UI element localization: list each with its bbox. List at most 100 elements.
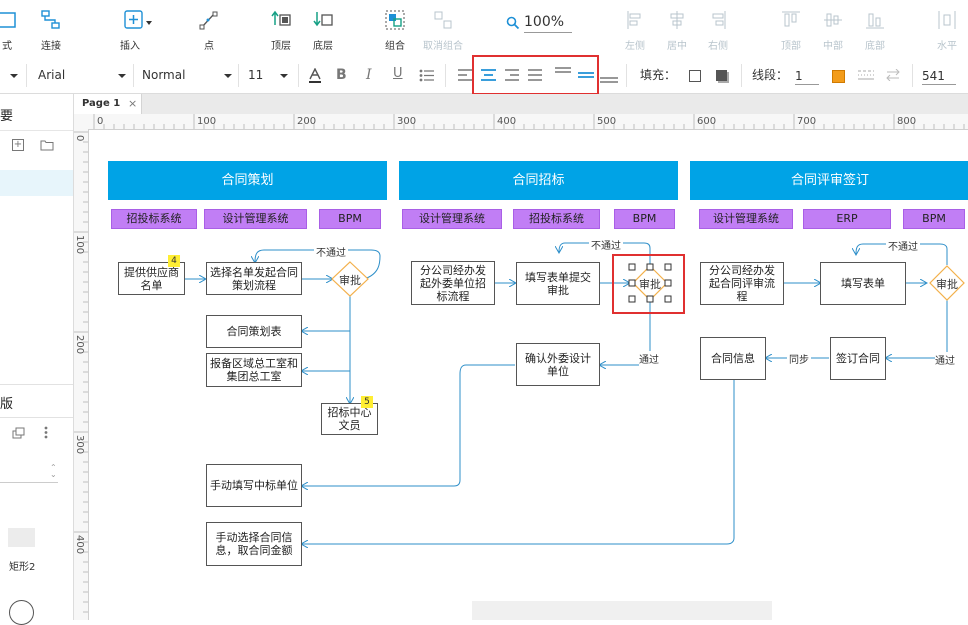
align-middle-icon — [824, 13, 842, 27]
add-page-icon[interactable]: + — [12, 139, 24, 151]
bullet-list-icon[interactable] — [419, 69, 435, 82]
manual-fill-winner-box[interactable]: 手动填写中标单位 — [206, 464, 302, 507]
system-tag[interactable]: ERP — [803, 209, 891, 229]
sync-label: 同步 — [787, 351, 811, 366]
group-tool[interactable]: 组合 — [380, 0, 410, 58]
zoom-control[interactable]: 100% — [505, 12, 577, 33]
manual-select-contract-box[interactable]: 手动选择合同信息，取合同金额 — [206, 522, 302, 566]
send-bottom-tool[interactable]: 底层 — [308, 0, 338, 58]
font-style-select[interactable]: Normal — [142, 58, 238, 93]
connector[interactable] — [302, 364, 515, 486]
fill-form-submit-box[interactable]: 填写表单提交审批 — [516, 262, 600, 305]
system-tag[interactable]: BPM — [614, 209, 675, 229]
phase-contract-review-sign[interactable]: 合同评审签订 — [690, 161, 968, 200]
align-middle-tool[interactable]: 中部 — [818, 0, 848, 58]
circle-widget-thumb[interactable] — [9, 600, 34, 625]
connector[interactable] — [856, 243, 948, 265]
valign-middle-icon[interactable] — [578, 72, 594, 80]
select-list-start-plan-box[interactable]: 选择名单发起合同策划流程 — [206, 262, 302, 295]
decision-diamond[interactable] — [331, 261, 369, 297]
connector[interactable] — [302, 296, 351, 371]
fill-none-swatch[interactable] — [689, 70, 701, 82]
note-badge[interactable]: 5 — [361, 396, 373, 408]
sign-contract-box[interactable]: 签订合同 — [830, 337, 886, 380]
rectangle-widget-label: 矩形2 — [9, 562, 36, 573]
branch-start-review-box[interactable]: 分公司经办发起合同评审流程 — [700, 262, 784, 305]
width-input[interactable]: 541 — [922, 68, 956, 85]
library-select[interactable]: ⌃⌄ — [0, 460, 58, 483]
system-tag[interactable]: BPM — [319, 209, 381, 229]
note-badge[interactable]: 4 — [168, 255, 180, 267]
system-tag[interactable]: 招投标系统 — [111, 209, 197, 229]
insert-tool[interactable]: 插入 — [112, 0, 156, 58]
text-align-left-icon[interactable] — [458, 69, 473, 81]
text-align-highlight — [472, 55, 599, 95]
fill-shadow-swatch[interactable] — [716, 70, 727, 81]
valign-top-icon[interactable] — [555, 67, 571, 75]
ungroup-tool[interactable]: 取消组合 — [420, 0, 466, 58]
duplicate-icon[interactable] — [12, 427, 25, 439]
contract-plan-table-box[interactable]: 合同策划表 — [206, 315, 302, 348]
align-top-tool[interactable]: 顶部 — [776, 0, 806, 58]
provide-supplier-list-box[interactable]: 提供供应商名单 — [118, 262, 185, 295]
page-tab[interactable]: Page 1 × — [74, 94, 142, 114]
line-width-input[interactable]: 1 — [795, 68, 819, 85]
font-size-select[interactable]: 11 — [248, 58, 298, 93]
page-list-item-selected[interactable] — [0, 170, 73, 196]
fill-form-box[interactable]: 填写表单 — [820, 262, 906, 305]
system-tag[interactable]: BPM — [903, 209, 965, 229]
folder-icon[interactable] — [40, 139, 54, 151]
report-office-box[interactable]: 报备区域总工室和集团总工室 — [206, 353, 302, 387]
align-left-tool[interactable]: 左侧 — [620, 0, 650, 58]
line-color-swatch[interactable] — [832, 70, 845, 83]
confirm-design-unit-box[interactable]: 确认外委设计单位 — [516, 343, 600, 386]
zoom-value[interactable]: 100% — [524, 12, 572, 33]
line-dash-icon[interactable] — [858, 69, 874, 81]
decision-diamond[interactable] — [929, 265, 965, 301]
bring-top-tool[interactable]: 顶层 — [266, 0, 296, 58]
distribute-horizontal-icon — [938, 11, 956, 29]
italic-icon[interactable]: I — [366, 67, 372, 83]
decision-approve-label: 审批 — [936, 278, 958, 291]
align-bottom-tool[interactable]: 底部 — [860, 0, 890, 58]
underline-icon[interactable]: U — [393, 66, 403, 81]
rectangle-widget-thumb[interactable] — [8, 528, 35, 547]
system-tag[interactable]: 设计管理系统 — [699, 209, 793, 229]
more-menu-icon[interactable] — [44, 426, 48, 439]
contract-info-box[interactable]: 合同信息 — [700, 337, 766, 380]
text-align-center-icon[interactable] — [481, 69, 496, 81]
phase-contract-planning[interactable]: 合同策划 — [108, 161, 387, 200]
system-tag[interactable]: 招投标系统 — [513, 209, 600, 229]
divider — [26, 64, 27, 87]
font-color-icon[interactable] — [308, 68, 322, 84]
bold-icon[interactable]: B — [336, 67, 347, 83]
style-tool[interactable]: 式 — [0, 0, 20, 58]
arrow-style-icon[interactable] — [885, 69, 901, 81]
connector[interactable] — [302, 380, 735, 544]
distribute-horizontal-tool[interactable]: 水平 — [932, 0, 962, 58]
design-canvas[interactable]: 合同策划 合同招标 合同评审签订 招投标系统 设计管理系统 BPM 设计管理系统… — [89, 130, 968, 620]
text-justify-icon[interactable] — [528, 69, 543, 81]
phase-contract-bidding[interactable]: 合同招标 — [399, 161, 678, 200]
align-center-tool[interactable]: 居中 — [662, 0, 692, 58]
point-tool[interactable]: 点 — [194, 0, 224, 58]
connector[interactable] — [255, 249, 381, 280]
text-align-right-icon[interactable] — [505, 69, 520, 81]
system-tag[interactable]: 设计管理系统 — [402, 209, 502, 229]
valign-bottom-icon[interactable] — [600, 77, 618, 85]
chevron-down-icon — [10, 74, 18, 78]
connect-tool[interactable]: 连接 — [34, 0, 68, 58]
branch-start-bid-flow-box[interactable]: 分公司经办发起外委单位招标流程 — [411, 261, 495, 305]
align-right-icon — [712, 11, 726, 29]
align-top-icon — [782, 11, 800, 27]
connector[interactable] — [886, 300, 948, 358]
font-family-select[interactable]: Arial — [38, 58, 130, 93]
selection-handles[interactable] — [628, 263, 672, 303]
bid-center-clerk-box[interactable]: 招标中心文员 — [321, 403, 378, 435]
align-right-tool[interactable]: 右侧 — [703, 0, 733, 58]
close-icon[interactable]: × — [128, 97, 138, 110]
connector[interactable] — [559, 242, 651, 265]
divider — [445, 64, 446, 87]
system-tag[interactable]: 设计管理系统 — [204, 209, 307, 229]
